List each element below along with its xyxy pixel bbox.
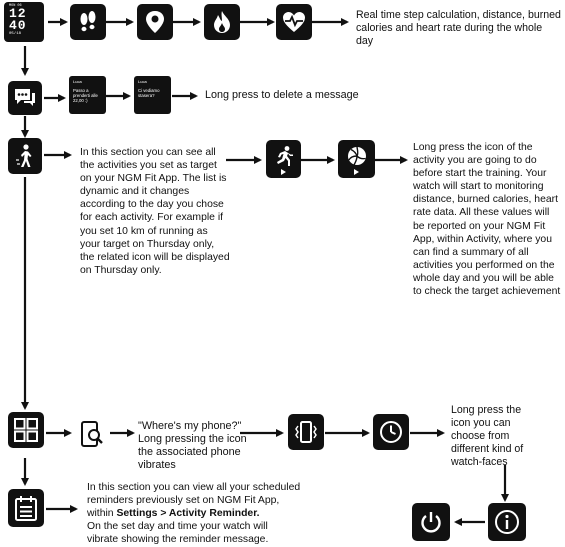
message-screen-1-header: Luca xyxy=(73,79,82,84)
watch-faces-description: Long press the icon you can choose from … xyxy=(451,404,524,468)
volleyball-activity-icon[interactable] xyxy=(338,140,375,178)
reminders-line-3: within Settings > Activity Reminder. xyxy=(87,507,327,520)
message-screen-1-text: Passo a prenderti alle 22,00 :) xyxy=(73,88,98,103)
messages-icon[interactable] xyxy=(8,81,42,115)
power-icon[interactable] xyxy=(412,503,450,541)
message-screen-2-text: Ci vediamo stasera? xyxy=(138,88,160,98)
location-pin-icon[interactable] xyxy=(137,4,173,40)
reminders-line-5: vibrate showing the reminder message. xyxy=(87,534,269,546)
message-screen-2-header: Luca xyxy=(138,79,147,84)
reminders-settings-path: Settings > Activity Reminder. xyxy=(116,508,260,520)
calories-flame-icon[interactable] xyxy=(204,4,240,40)
clock-face-icon[interactable]: MON 06 12 40 05/18 xyxy=(4,2,44,42)
play-icon xyxy=(353,169,359,175)
running-activity-icon[interactable] xyxy=(266,140,301,178)
reminders-description: In this section you can view all your sc… xyxy=(87,481,327,546)
info-icon[interactable] xyxy=(488,503,526,541)
reminders-line-3-prefix: within xyxy=(87,508,117,520)
clock-bottom: 05/18 xyxy=(9,32,22,36)
clock-date: MON 06 xyxy=(9,4,22,8)
activities-description: In this section you can see all the acti… xyxy=(80,147,230,276)
find-phone-icon[interactable] xyxy=(76,419,106,449)
steps-icon[interactable] xyxy=(70,4,106,40)
row1-description: Real time step calculation, distance, bu… xyxy=(356,9,561,47)
play-icon xyxy=(280,169,286,175)
long-press-activity-description: Long press the icon of the activity you … xyxy=(413,142,561,298)
find-phone-description: Long pressing the icon the associated ph… xyxy=(138,433,247,471)
clock-minutes: 40 xyxy=(9,18,27,33)
reminders-line-2: reminders previously set on NGM Fit App, xyxy=(87,495,280,507)
heart-rate-icon[interactable] xyxy=(276,4,312,40)
delete-message-text: Long press to delete a message xyxy=(205,89,359,101)
find-phone-title: "Where's my phone?" xyxy=(138,420,242,432)
reminders-line-1: In this section you can view all your sc… xyxy=(87,482,301,493)
watch-face-clock-icon[interactable] xyxy=(373,414,409,450)
apps-grid-icon[interactable] xyxy=(8,412,44,448)
clock-hours: 12 xyxy=(9,6,27,21)
activity-walking-icon[interactable] xyxy=(8,138,42,174)
reminders-line-4: On the set day and time your watch will xyxy=(87,521,268,533)
message-screen-2[interactable]: Luca Ci vediamo stasera? xyxy=(134,76,171,114)
reminder-calendar-icon[interactable] xyxy=(8,489,44,527)
vibrate-phone-icon[interactable] xyxy=(288,414,324,450)
message-screen-1[interactable]: Luca Passo a prenderti alle 22,00 :) xyxy=(69,76,106,114)
